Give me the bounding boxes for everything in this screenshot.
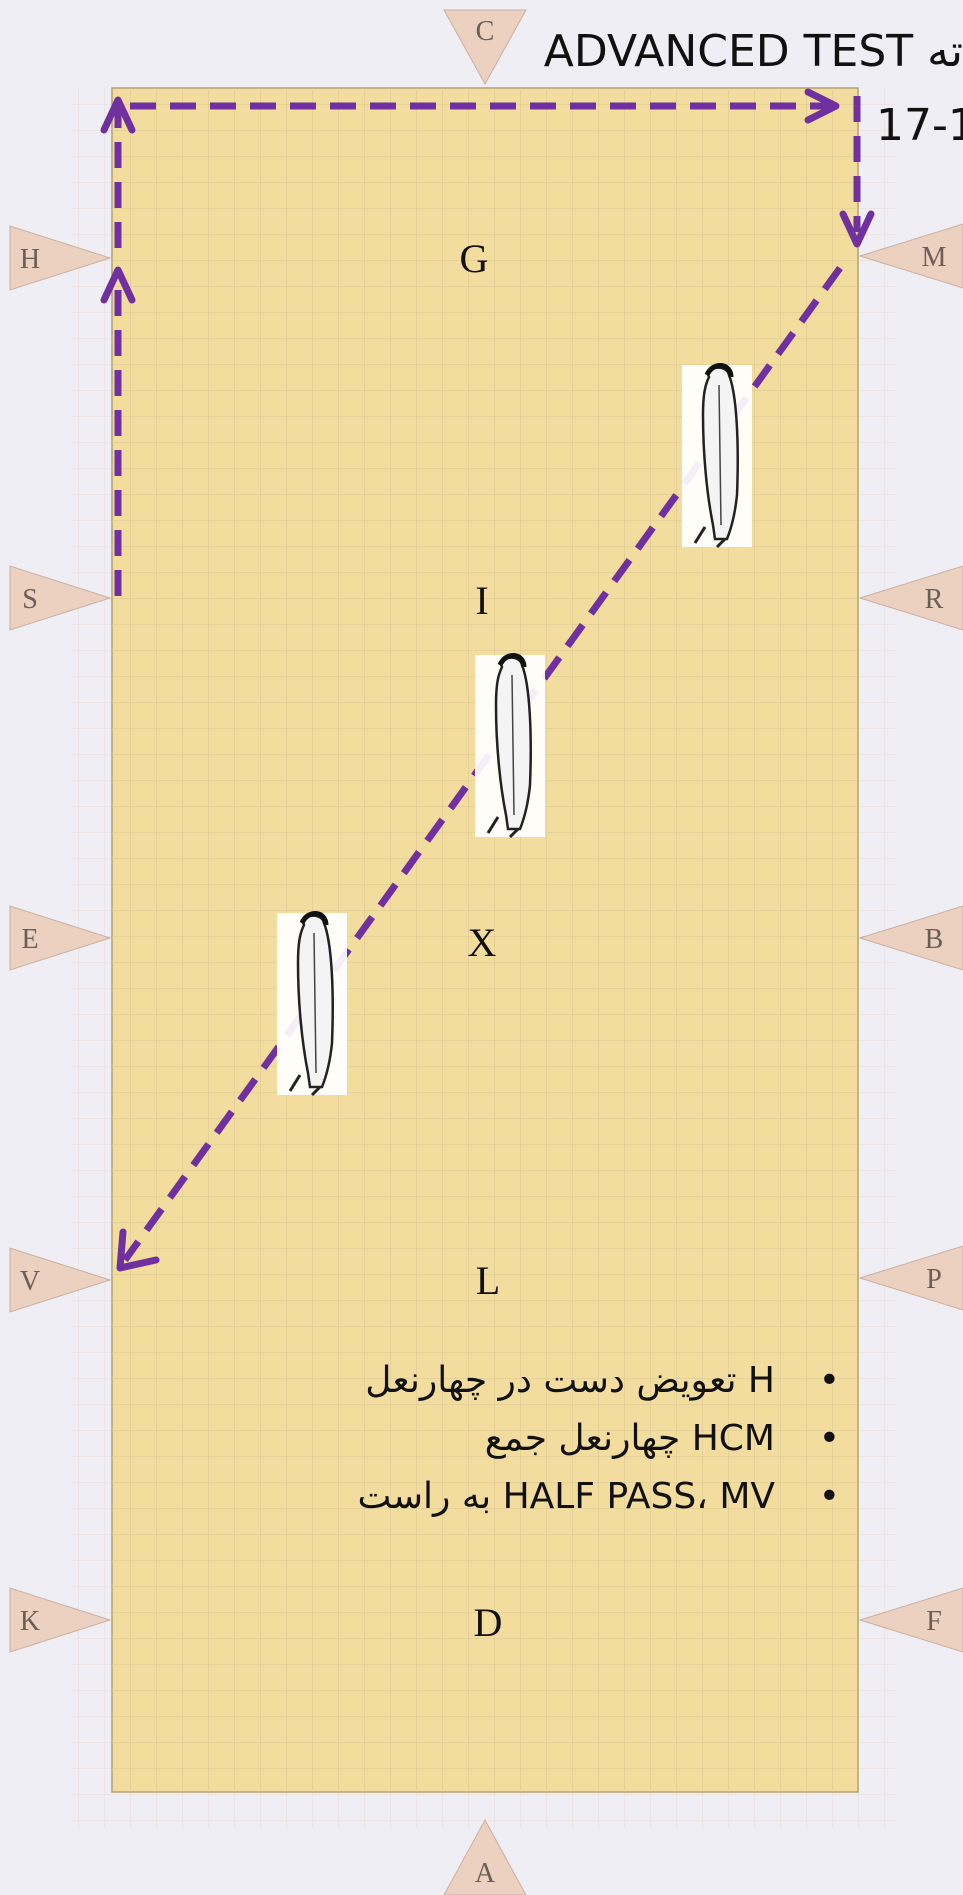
horse-icon: [277, 913, 347, 1095]
marker-p: P: [926, 1264, 942, 1295]
list-item: HCM چهارنعل جمع: [280, 1410, 840, 1468]
marker-e: E: [21, 924, 38, 955]
horse-icon: [475, 655, 545, 837]
centerline-d: D: [474, 1600, 503, 1645]
marker-k: K: [20, 1606, 40, 1637]
centerline-x: X: [468, 920, 497, 965]
centerline-g: G: [460, 236, 489, 281]
marker-h: H: [20, 244, 40, 275]
marker-a: A: [475, 1858, 496, 1889]
test-title: ADVANCED TEST ته: [544, 26, 963, 77]
centerline-l: L: [476, 1258, 500, 1303]
test-subtitle: 17-1: [876, 100, 963, 151]
horse-icon: [682, 365, 752, 547]
list-item: HALF PASS، MV به راست: [280, 1468, 840, 1526]
movement-steps-list: H تعویض دست در چهارنعل HCM چهارنعل جمع H…: [280, 1352, 840, 1526]
marker-f: F: [926, 1606, 942, 1637]
marker-r: R: [925, 584, 944, 615]
list-item: H تعویض دست در چهارنعل: [280, 1352, 840, 1410]
marker-m: M: [922, 242, 947, 273]
marker-c: C: [476, 16, 495, 47]
centerline-i: I: [475, 578, 488, 623]
marker-b: B: [925, 924, 944, 955]
marker-s: S: [22, 584, 38, 615]
marker-v: V: [20, 1266, 40, 1297]
